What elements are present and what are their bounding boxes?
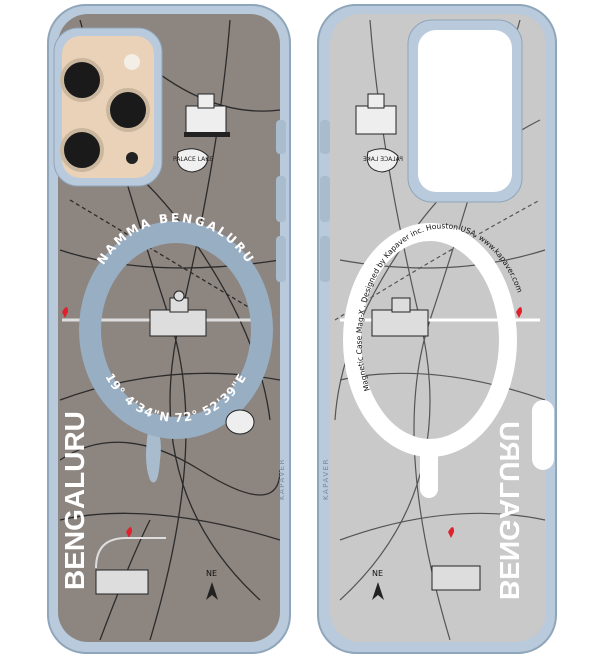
map-pin-icon bbox=[126, 527, 132, 538]
camera-lens bbox=[106, 88, 150, 132]
side-button bbox=[276, 236, 286, 282]
map-pin-icon bbox=[516, 307, 522, 318]
compass-label: NE bbox=[372, 569, 383, 578]
lake-label-mirrored: PALACE LAKE bbox=[363, 156, 403, 163]
camera-lens bbox=[60, 58, 104, 102]
camera-lens bbox=[60, 128, 104, 172]
vidhana-soudha-illustration bbox=[149, 290, 207, 337]
side-button bbox=[276, 120, 286, 154]
palace-illustration bbox=[355, 93, 397, 135]
brand-side-text: KAPAVER bbox=[322, 458, 330, 500]
brand-side-text: KAPAVER bbox=[278, 458, 286, 500]
city-text: BENGALURU bbox=[59, 411, 90, 590]
side-button bbox=[320, 236, 330, 282]
compass-icon bbox=[206, 582, 218, 600]
stadium-illustration bbox=[225, 409, 255, 435]
side-button bbox=[320, 176, 330, 222]
bridge-illustration bbox=[95, 537, 166, 595]
magsafe-ring bbox=[79, 221, 273, 439]
camera-cutout bbox=[418, 30, 512, 192]
lidar-sensor bbox=[126, 152, 138, 164]
side-button bbox=[320, 120, 330, 154]
compass-label: NE bbox=[206, 569, 217, 578]
side-button bbox=[276, 176, 286, 222]
palace-lake-shape bbox=[176, 148, 209, 173]
bridge-illustration bbox=[431, 565, 481, 591]
map-pin-icon bbox=[62, 307, 68, 318]
flash-icon bbox=[124, 54, 140, 70]
lake-label: PALACE LAKE bbox=[173, 156, 213, 163]
palace-lake-shape bbox=[366, 148, 399, 173]
side-cutout bbox=[532, 400, 554, 470]
compass-icon bbox=[372, 582, 384, 600]
map-pin-icon bbox=[448, 527, 454, 538]
front-case: PALACE LAKE NAMMA BENGALURU 19° 4'34"N 7… bbox=[47, 4, 291, 654]
back-case: PALACE LAKE Magnetic Case Mag-X . Design… bbox=[317, 4, 557, 654]
palace-illustration bbox=[184, 93, 230, 137]
magsafe-alignment-slot bbox=[420, 440, 438, 498]
vidhana-soudha-illustration bbox=[371, 297, 429, 337]
city-text-mirrored: BENGALURU bbox=[494, 421, 525, 600]
